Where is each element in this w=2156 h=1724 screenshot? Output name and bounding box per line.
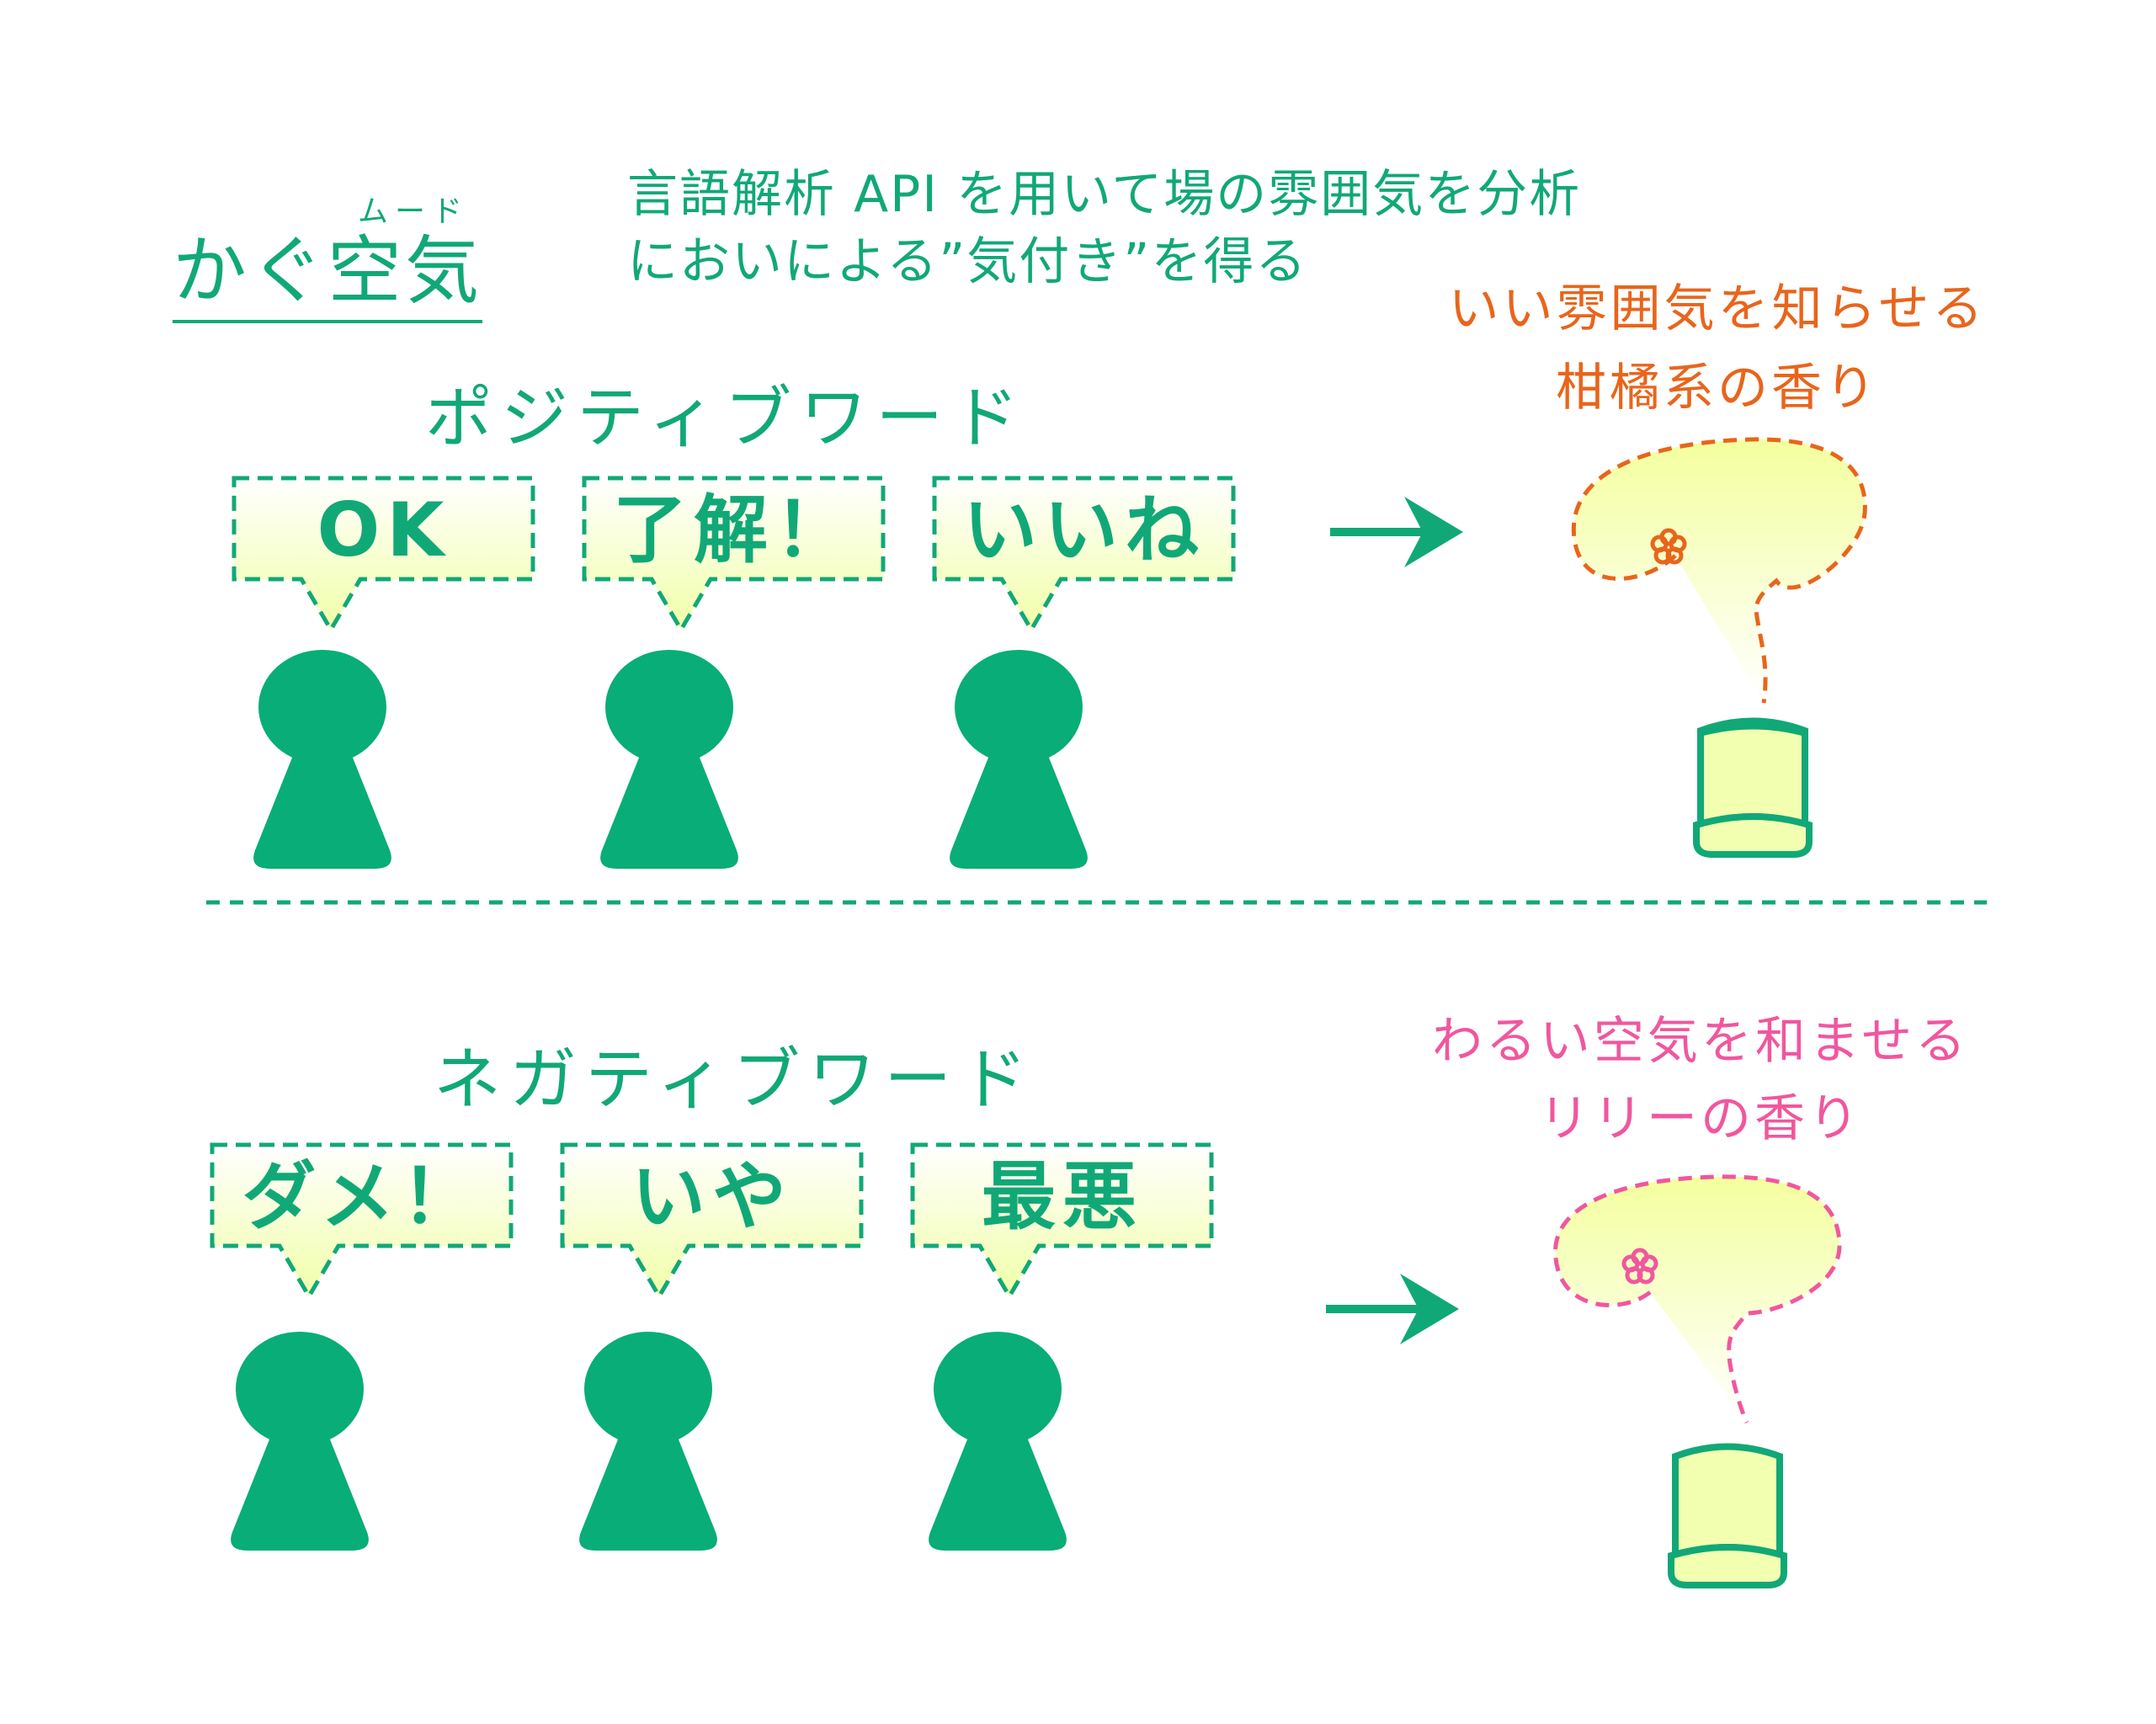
person-icon-pos-3	[950, 650, 1088, 869]
negative-title: ネガティブワード	[434, 1040, 1036, 1119]
positive-bubbles	[232, 476, 1236, 634]
word-ryokai: 了解！	[612, 487, 855, 573]
description-line-1: 言語解析 API を用いて場の雰囲気を分析	[627, 165, 1582, 224]
flower-icon-citrus	[1650, 528, 1687, 565]
logo-title: かぐ空気	[173, 234, 483, 323]
speech-bubble-iya	[560, 1142, 864, 1301]
arrow-right-icon-pos	[1330, 497, 1463, 567]
description-line-2: においによる”気付き”を得る	[627, 232, 1308, 291]
negative-bubbles	[210, 1142, 1214, 1301]
citrus-scent-line-2: 柑橘系の香り	[1556, 359, 1879, 418]
person-icon-neg-1	[231, 1332, 369, 1551]
scent-cloud-icon-lily	[1553, 1174, 1842, 1424]
word-iine: いいね	[962, 487, 1206, 573]
person-icon-pos-2	[600, 650, 738, 869]
lily-scent-line-2: リリーの香り	[1539, 1089, 1862, 1148]
logo-ruby: ムード	[358, 194, 470, 229]
speech-bubble-ryokai	[582, 476, 886, 634]
citrus-scent-line-1: いい雰囲気を知らせる	[1448, 279, 1987, 338]
speech-bubble-ok	[232, 476, 535, 634]
diffuser-icon-pos	[1693, 717, 1813, 858]
person-icon-neg-3	[929, 1332, 1067, 1551]
flower-icon-lily	[1621, 1248, 1658, 1285]
lily-scent-line-1: わるい空気を和ませる	[1431, 1012, 1970, 1071]
person-icon-pos-1	[253, 650, 391, 869]
arrow-right-icon-neg	[1326, 1274, 1459, 1344]
diffuser-icon-neg	[1668, 1443, 1787, 1588]
word-dame: ダメ！	[242, 1153, 482, 1240]
speech-bubble-iine	[932, 476, 1236, 634]
positive-title: ポジティブワード	[425, 379, 1028, 457]
scent-cloud-icon-citrus	[1571, 437, 1867, 704]
person-icon-neg-2	[579, 1332, 717, 1551]
speech-bubble-dame	[210, 1142, 514, 1301]
speech-bubble-saiaku	[910, 1142, 1214, 1301]
word-iya: いや	[631, 1153, 793, 1240]
word-saiaku: 最悪	[981, 1153, 1143, 1240]
word-ok: OK	[317, 487, 451, 573]
